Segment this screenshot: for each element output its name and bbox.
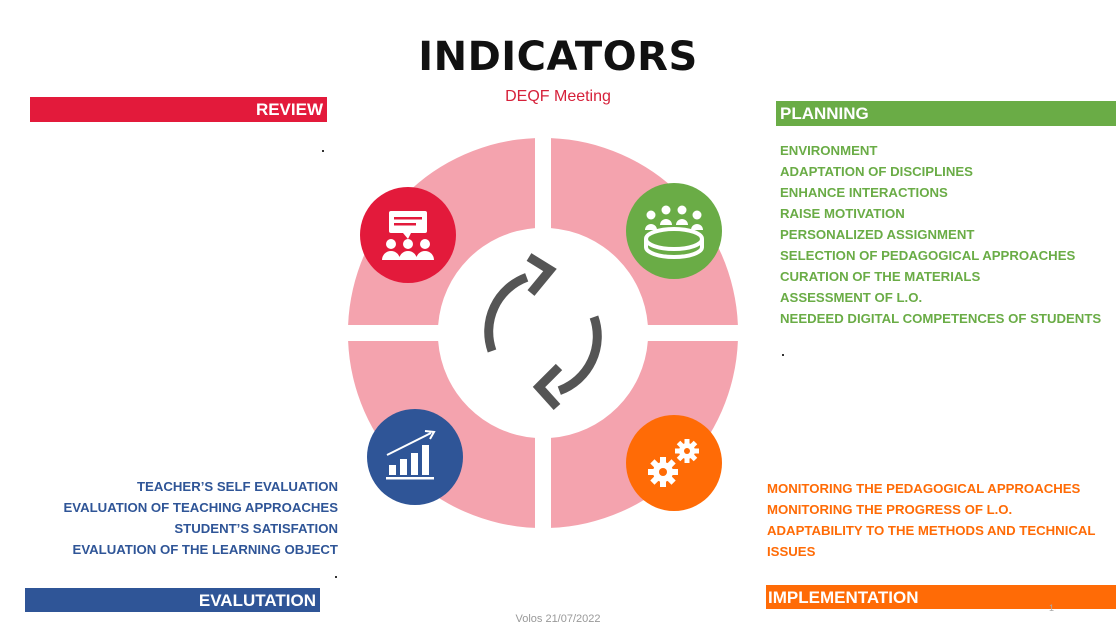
cycle-arrows-icon (484, 253, 602, 411)
growth-chart-icon (367, 409, 463, 505)
planning-item: SELECTION OF PEDAGOGICAL APPROACHES (780, 248, 1076, 263)
evaluation-item: EVALUATION OF TEACHING APPROACHES (63, 500, 338, 515)
evaluation-header: EVALUTATION (25, 588, 320, 612)
review-header: REVIEW (30, 97, 327, 122)
implementation-item: MONITORING THE PROGRESS OF L.O. (767, 502, 1013, 517)
implementation-header: IMPLEMENTATION (766, 585, 1116, 609)
evaluation-item: EVALUATION OF THE LEARNING OBJECT (72, 542, 338, 557)
page-number: 1 (1049, 603, 1055, 613)
footer-date: Volos 21/07/2022 (515, 613, 601, 625)
slide-subtitle: DEQF Meeting (505, 88, 611, 105)
planning-item: RAISE MOTIVATION (780, 206, 905, 221)
planning-item: ADAPTATION OF DISCIPLINES (780, 164, 973, 179)
planning-item: NEEDEED DIGITAL COMPETENCES OF STUDENTS (780, 311, 1102, 326)
gears-icon (626, 415, 722, 511)
evaluation-item: TEACHER’S SELF EVALUATION (137, 479, 338, 494)
planning-header: PLANNING (776, 101, 1116, 126)
planning-item: ENVIRONMENT (780, 143, 878, 158)
planning-item: ENHANCE INTERACTIONS (780, 185, 948, 200)
cycle-diagram (348, 138, 738, 528)
slide-title: INDICATORS (418, 34, 698, 80)
presentation-audience-icon (360, 187, 456, 283)
implementation-item: MONITORING THE PEDAGOGICAL APPROACHES (767, 481, 1081, 496)
planning-item: ASSESSMENT OF L.O. (780, 290, 923, 305)
stray-dot (322, 150, 324, 152)
evaluation-list: TEACHER’S SELF EVALUATION EVALUATION OF … (40, 476, 338, 560)
planning-item: CURATION OF THE MATERIALS (780, 269, 981, 284)
implementation-item: ADAPTABILITY TO THE METHODS AND TECHNICA… (767, 523, 1096, 559)
stray-dot (335, 576, 337, 578)
evaluation-item: STUDENT’S SATISFATION (174, 521, 338, 536)
planning-list: ENVIRONMENT ADAPTATION OF DISCIPLINES EN… (780, 140, 1101, 329)
meeting-table-icon (626, 183, 722, 279)
stray-dot (782, 354, 784, 356)
implementation-list: MONITORING THE PEDAGOGICAL APPROACHES MO… (767, 478, 1112, 562)
planning-item: PERSONALIZED ASSIGNMENT (780, 227, 975, 242)
